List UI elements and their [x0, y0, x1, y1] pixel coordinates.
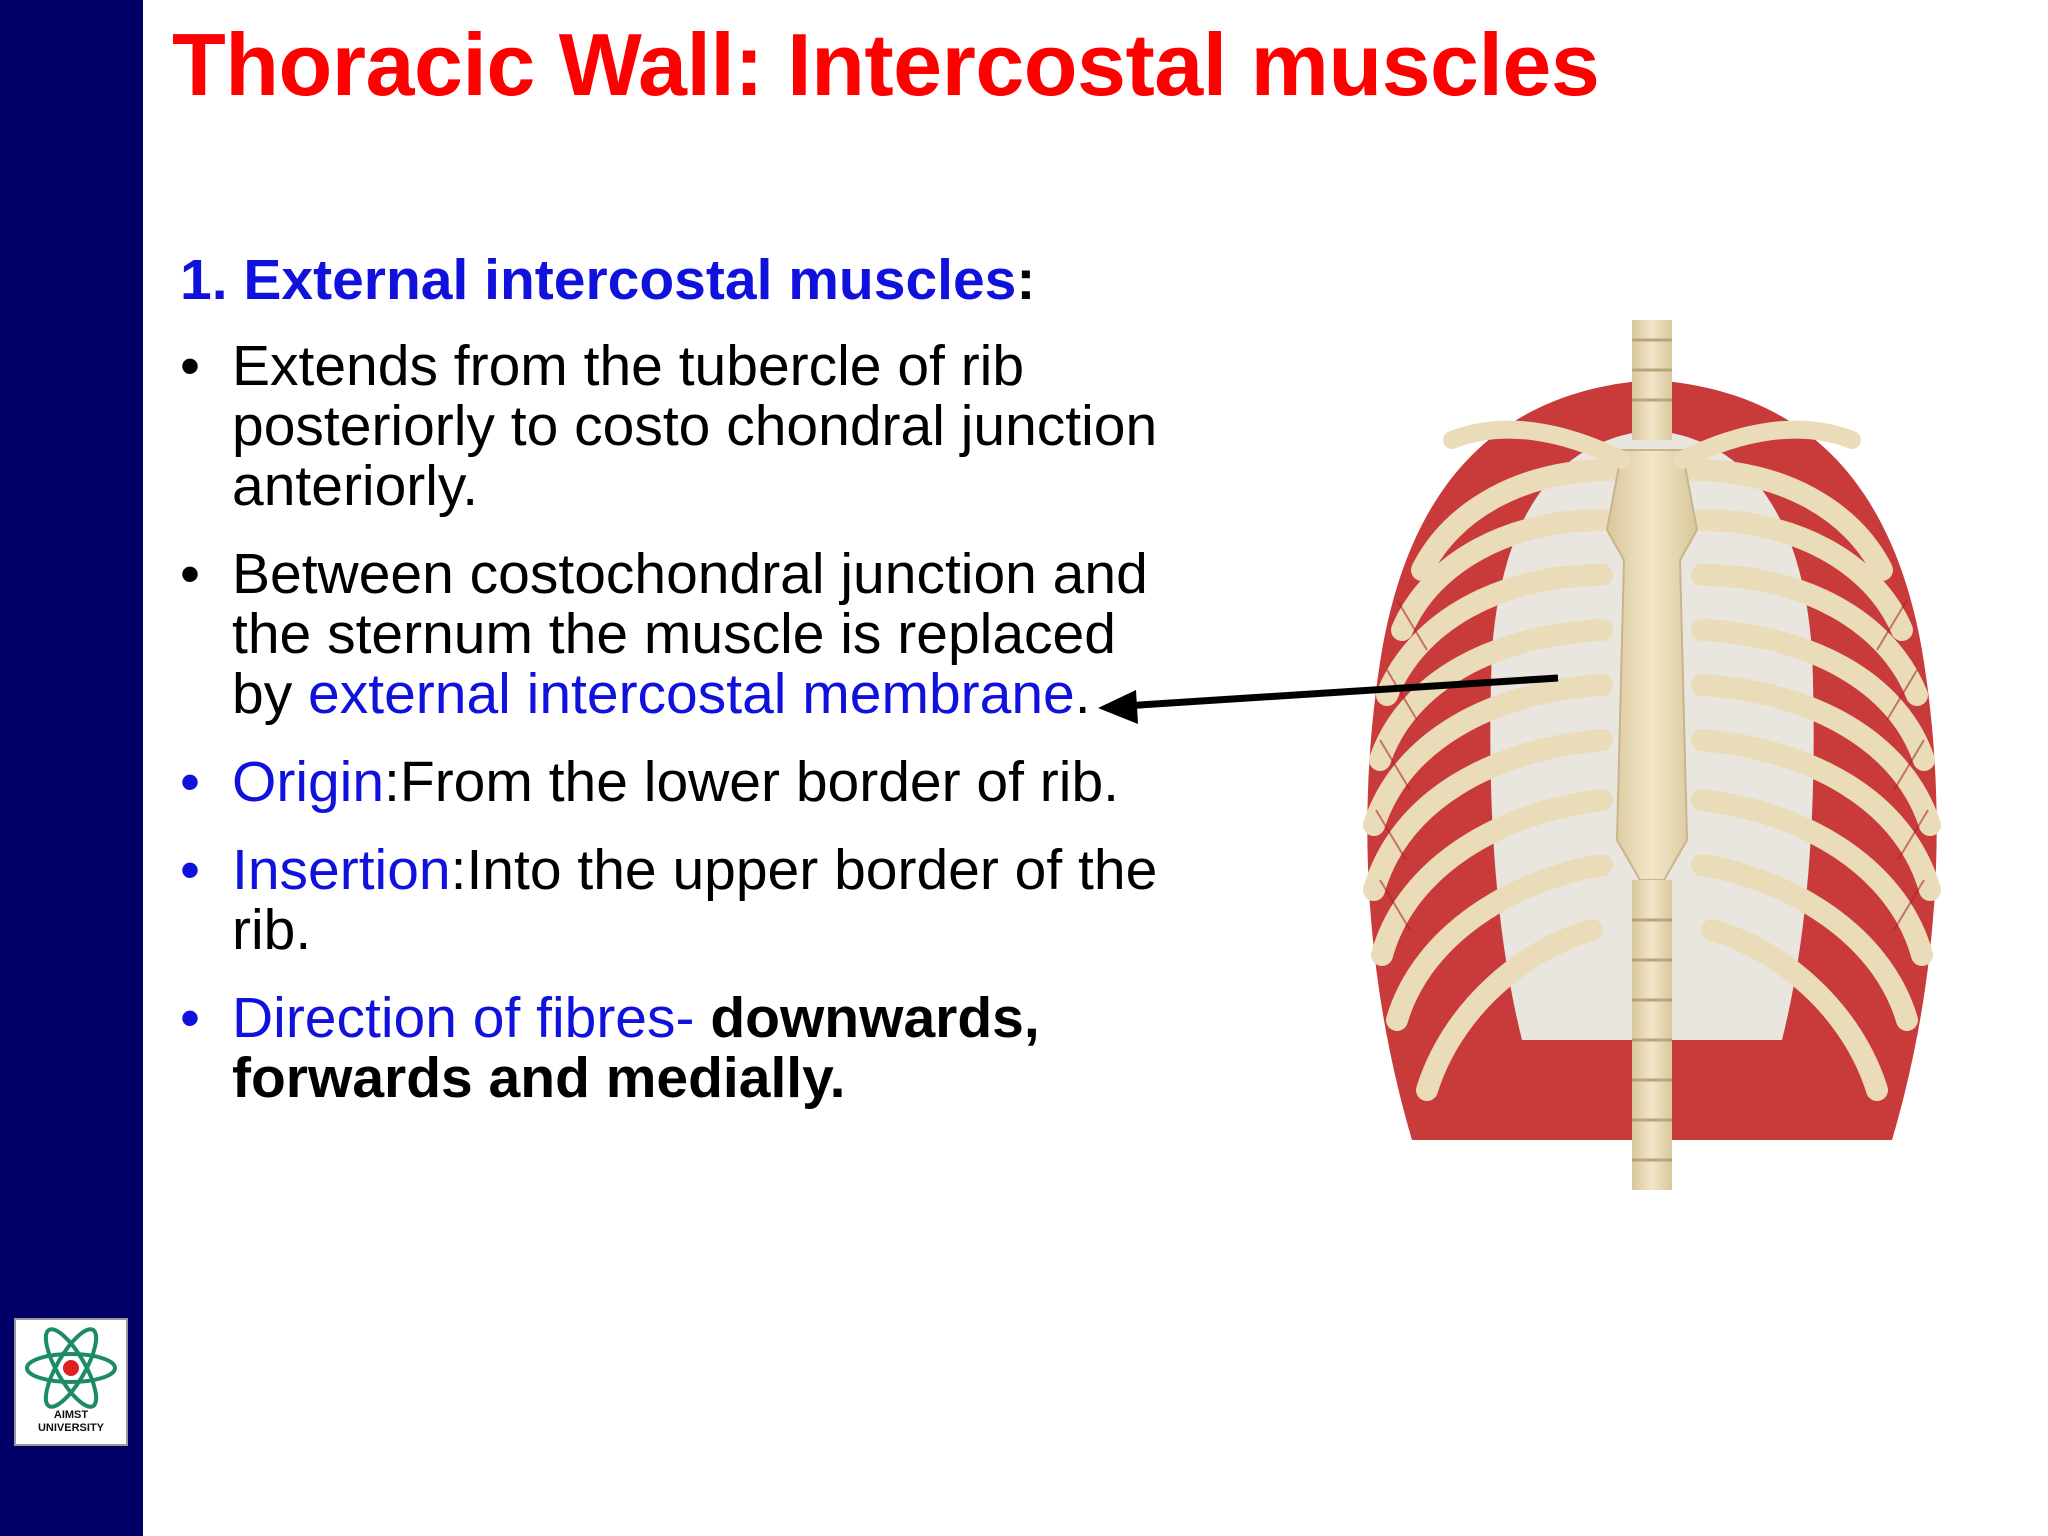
- logo-line1: AIMST: [54, 1409, 89, 1421]
- origin-term: Origin: [232, 750, 385, 814]
- direction-text: downwards, forwards and medially.: [232, 986, 1040, 1110]
- slide-title: Thoracic Wall: Intercostal muscles: [172, 15, 1600, 114]
- bullet-insertion: • Insertion:Into the upper border of the…: [180, 840, 1180, 960]
- bullet-icon: •: [180, 750, 200, 814]
- university-logo: AIMST UNIVERSITY: [14, 1318, 128, 1446]
- rib-cage-figure: [1302, 320, 2002, 1190]
- content-block: 1. External intercostal muscles: • Exten…: [180, 250, 1180, 1136]
- bullet-icon: •: [180, 986, 200, 1050]
- bullet-extends: • Extends from the tubercle of rib poste…: [180, 336, 1180, 516]
- origin-text: :From the lower border of rib.: [384, 750, 1119, 814]
- direction-term: Direction of fibres-: [232, 986, 711, 1050]
- sidebar: [0, 0, 143, 1536]
- section-heading: 1. External intercostal muscles:: [180, 250, 1180, 310]
- bullet-between-end: .: [1074, 662, 1091, 726]
- insertion-text: :Into the upper border of the rib.: [232, 838, 1158, 962]
- section-heading-colon: :: [1016, 248, 1036, 312]
- rib-cage-illustration: [1363, 320, 1941, 1190]
- bullet-list: • Extends from the tubercle of rib poste…: [180, 336, 1180, 1108]
- bullet-direction: • Direction of fibres- downwards, forwar…: [180, 988, 1180, 1108]
- bullet-between: • Between costochondral junction and the…: [180, 544, 1180, 724]
- bullet-icon: •: [180, 542, 200, 606]
- insertion-term: Insertion: [232, 838, 451, 902]
- membrane-term: external intercostal membrane: [308, 662, 1075, 726]
- bullet-origin: • Origin:From the lower border of rib.: [180, 752, 1180, 812]
- bullet-icon: •: [180, 334, 200, 398]
- atom-logo-icon: AIMST UNIVERSITY: [25, 1327, 117, 1434]
- bullet-between-text: Between costochondral junction and the s…: [232, 542, 1148, 726]
- bullet-icon: •: [180, 838, 200, 902]
- section-heading-label: 1. External intercostal muscles: [180, 248, 1017, 312]
- bullet-extends-text: Extends from the tubercle of rib posteri…: [232, 334, 1158, 518]
- logo-line2: UNIVERSITY: [38, 1422, 105, 1434]
